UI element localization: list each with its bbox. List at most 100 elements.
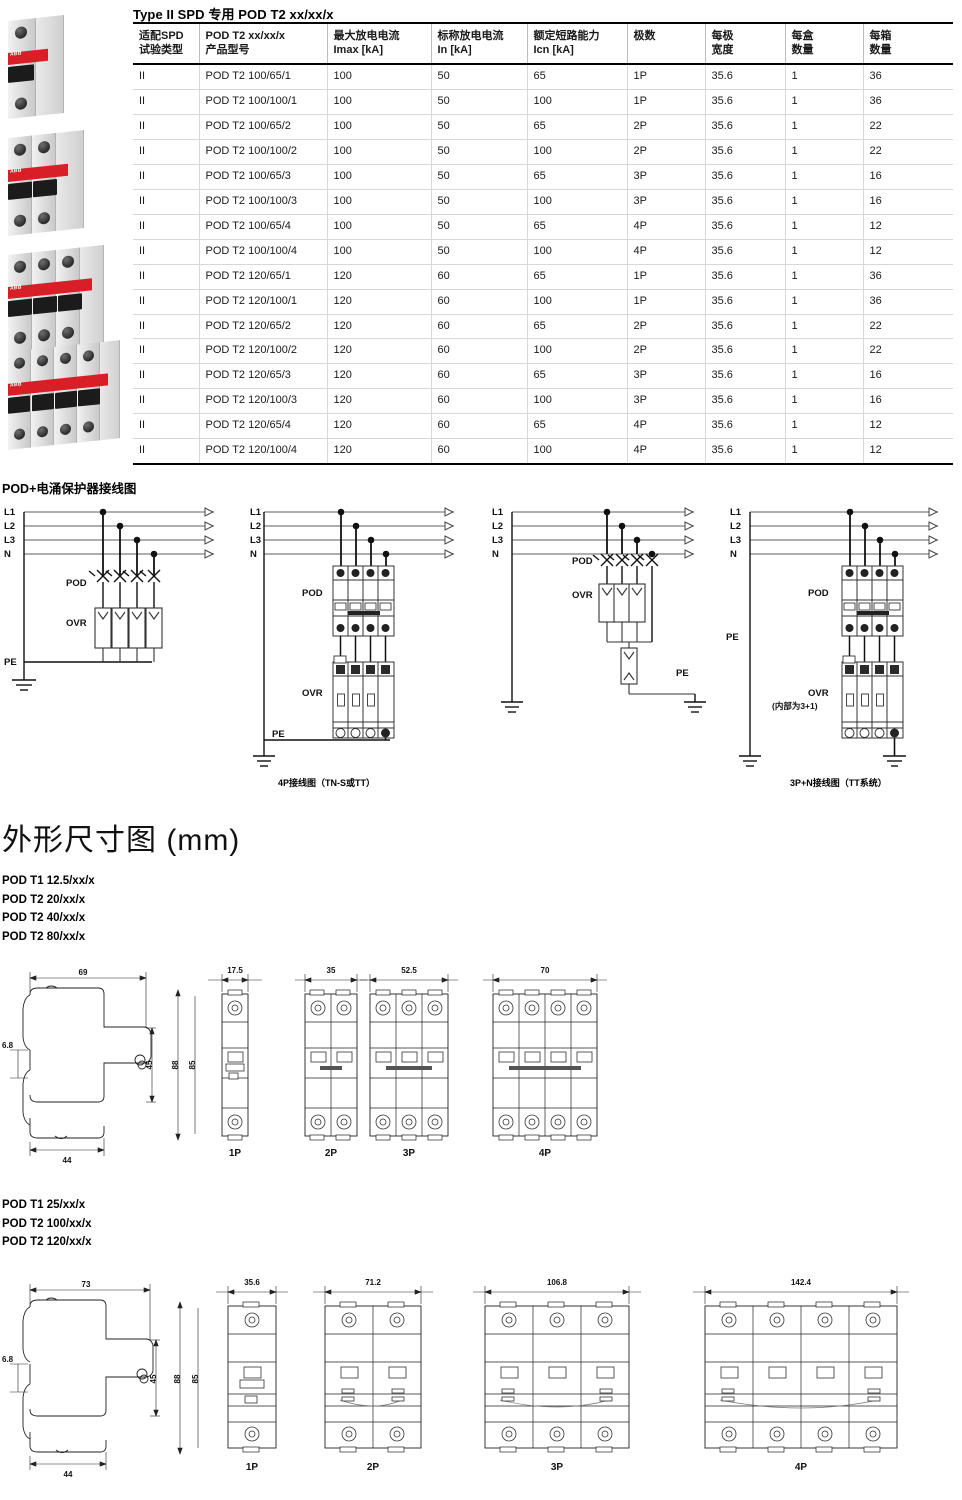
cell-poles: 1P <box>627 64 706 91</box>
svg-text:L2: L2 <box>4 521 15 532</box>
cell-in: 60 <box>431 314 528 340</box>
cell-poles: 4P <box>627 438 706 466</box>
col-header-imax: 最大放电电流 Imax [kA] <box>327 21 432 66</box>
cell-qty-carton: 36 <box>863 289 953 315</box>
model-label: POD T1 12.5/xx/x <box>2 875 95 887</box>
col-header-test-type: 适配SPD 试验类型 <box>133 21 200 66</box>
cell-imax: 120 <box>327 438 432 466</box>
cell-in: 50 <box>431 214 528 240</box>
cell-imax: 100 <box>327 189 432 215</box>
cell-imax: 100 <box>327 164 432 190</box>
svg-text:L2: L2 <box>492 521 503 532</box>
cell-test-type: II <box>133 289 200 315</box>
cell-test-type: II <box>133 363 200 390</box>
cell-icn: 100 <box>527 189 628 215</box>
pole-label-2p-g2: 2P <box>367 1462 380 1473</box>
col-header-icn: 额定短路能力 Icn [kA] <box>527 21 628 66</box>
svg-text:L1: L1 <box>250 507 262 518</box>
cell-icn: 100 <box>527 338 628 365</box>
wiring-diagram-2-caption: 4P接线图（TN-S或TT） <box>278 778 376 788</box>
cell-poles: 2P <box>627 114 706 140</box>
cell-in: 50 <box>431 114 528 140</box>
cell-qty-box: 1 <box>785 413 864 440</box>
cell-qty-box: 1 <box>785 314 864 340</box>
cell-pole-width: 35.6 <box>705 438 786 466</box>
model-label: POD T1 25/xx/x <box>2 1199 86 1211</box>
cell-qty-carton: 16 <box>863 164 953 190</box>
dim-width-4p-g1: 70 <box>541 966 550 975</box>
cell-qty-carton: 12 <box>863 413 953 440</box>
cell-icn: 100 <box>527 139 628 165</box>
cell-qty-box: 1 <box>785 264 864 290</box>
dim-depth-bottom-g2: 44 <box>64 1470 73 1479</box>
table-title: Type II SPD 专用 POD T2 xx/xx/x <box>133 7 334 22</box>
cell-qty-carton: 36 <box>863 64 953 91</box>
cell-qty-carton: 12 <box>863 438 953 466</box>
cell-test-type: II <box>133 64 200 91</box>
model-label: POD T2 80/xx/x <box>2 930 86 943</box>
cell-model: POD T2 120/100/3 <box>199 388 328 415</box>
cell-pole-width: 35.6 <box>705 289 786 315</box>
cell-icn: 65 <box>527 413 628 440</box>
product-photo-2p: ABB <box>8 130 84 236</box>
cell-test-type: II <box>133 114 200 140</box>
pole-label-1p-g2: 1P <box>246 1462 259 1473</box>
svg-text:OVR: OVR <box>302 688 323 699</box>
cell-imax: 120 <box>327 289 432 315</box>
svg-text:PE: PE <box>676 668 689 679</box>
dim-rail-height-g1: 45 <box>145 1060 154 1069</box>
spd-spec-table: 适配SPD 试验类型 POD T2 xx/xx/x 产品型号 最大放电电流 Im… <box>133 21 953 466</box>
model-label: POD T2 100/xx/x <box>2 1217 92 1230</box>
cell-model: POD T2 120/65/1 <box>199 264 328 290</box>
cell-pole-width: 35.6 <box>705 89 786 116</box>
cell-in: 60 <box>431 413 528 440</box>
cell-qty-carton: 16 <box>863 388 953 415</box>
dim-rail-height-g2: 45 <box>149 1374 158 1383</box>
cell-imax: 100 <box>327 239 432 265</box>
cell-pole-width: 35.6 <box>705 189 786 215</box>
col-header-poles: 极数 <box>627 21 706 66</box>
dim-front-height-g2: 85 <box>191 1374 200 1383</box>
dim-width-1p-g2: 35.6 <box>244 1278 260 1287</box>
svg-text:OVR: OVR <box>66 618 87 629</box>
cell-model: POD T2 100/100/2 <box>199 139 328 165</box>
model-label: POD T2 40/xx/x <box>2 912 86 925</box>
cell-qty-carton: 16 <box>863 189 953 215</box>
dim-width-4p-g2: 142.4 <box>791 1278 812 1287</box>
col-header-in: 标称放电电流 In [kA] <box>431 21 528 66</box>
cell-model: POD T2 100/65/2 <box>199 114 328 140</box>
col-header-qty-carton: 每箱 数量 <box>863 21 953 66</box>
cell-poles: 1P <box>627 89 706 116</box>
cell-model: POD T2 100/100/1 <box>199 89 328 116</box>
cell-model: POD T2 120/65/2 <box>199 314 328 340</box>
cell-pole-width: 35.6 <box>705 413 786 440</box>
svg-text:PE: PE <box>4 657 17 668</box>
pole-label-3p-g2: 3P <box>551 1462 564 1473</box>
cell-icn: 100 <box>527 388 628 415</box>
cell-qty-box: 1 <box>785 363 864 390</box>
cell-poles: 1P <box>627 289 706 315</box>
col-header-model: POD T2 xx/xx/x 产品型号 <box>199 21 328 66</box>
dimensions-group1-models: POD T1 12.5/xx/x POD T2 20/xx/x POD T2 4… <box>2 872 95 947</box>
cell-qty-box: 1 <box>785 139 864 165</box>
cell-model: POD T2 100/65/1 <box>199 64 328 91</box>
product-photo-3p: ABB <box>8 244 104 354</box>
col-header-pole-width: 每极 宽度 <box>705 21 786 66</box>
cell-poles: 2P <box>627 338 706 365</box>
cell-model: POD T2 100/65/3 <box>199 164 328 190</box>
svg-text:L2: L2 <box>250 521 261 532</box>
product-photo-strip: ABB ABB ABB <box>0 4 120 450</box>
